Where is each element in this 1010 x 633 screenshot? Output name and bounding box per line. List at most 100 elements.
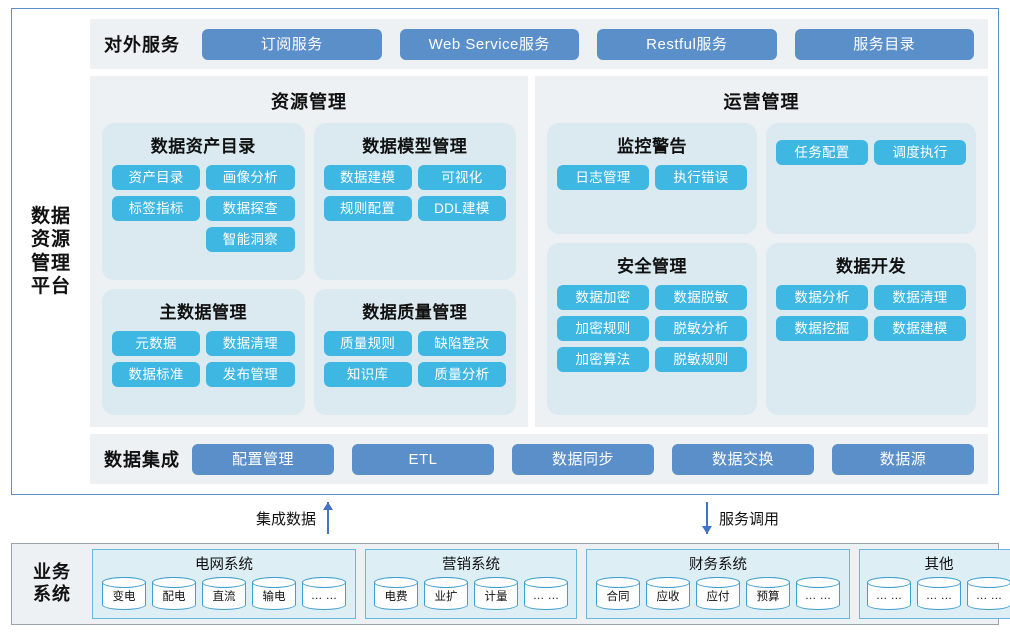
db-node-more[interactable]: … … <box>524 577 568 610</box>
db-node[interactable]: 合同 <box>596 577 640 610</box>
chip-task-configuration[interactable]: 任务配置 <box>776 140 868 165</box>
db-node-label: … … <box>875 590 903 602</box>
db-node-label: 业扩 <box>434 591 458 603</box>
db-node-label: 预算 <box>756 591 780 603</box>
system-group-other: 其他 … … … … … … <box>859 549 1010 619</box>
chip-ddl-modeling[interactable]: DDL建模 <box>417 196 506 221</box>
chip-metadata[interactable]: 元数据 <box>112 331 201 356</box>
chip-data-encryption[interactable]: 数据加密 <box>557 284 649 310</box>
business-title-line: 系统 <box>33 584 71 604</box>
db-node[interactable]: 应收 <box>646 577 690 610</box>
db-node[interactable]: 变电 <box>102 577 146 610</box>
db-node-more[interactable]: … … <box>967 577 1010 610</box>
card-title: 数据资产目录 <box>150 137 256 156</box>
db-node-more[interactable]: … … <box>302 577 346 610</box>
chip-defect-rectification[interactable]: 缺陷整改 <box>417 331 506 356</box>
chip-desensitization-analysis[interactable]: 脱敏分析 <box>655 315 747 341</box>
db-node[interactable]: 业扩 <box>424 577 468 610</box>
chip-data-mining[interactable]: 数据挖掘 <box>776 315 868 341</box>
panel-resource-management-grid: 数据资产目录 资产目录 画像分析 标签指标 数据探查 智能洞察 数据模型管理 <box>102 123 516 415</box>
db-node-label: … … <box>532 590 560 602</box>
data-integration-label: 数据集成 <box>104 450 180 470</box>
db-node[interactable]: 应付 <box>696 577 740 610</box>
card-chip-grid: 资产目录 画像分析 标签指标 数据探查 智能洞察 <box>112 165 295 252</box>
chip-data-cleansing[interactable]: 数据清理 <box>206 331 295 356</box>
connector-integrate-data: 集成数据 <box>256 502 334 534</box>
db-node[interactable]: 计量 <box>474 577 518 610</box>
chip-quality-analysis[interactable]: 质量分析 <box>417 362 506 387</box>
chip-data-exploration[interactable]: 数据探查 <box>206 196 295 221</box>
data-integration-items: 配置管理 ETL 数据同步 数据交换 数据源 <box>192 443 974 475</box>
db-node[interactable]: 直流 <box>202 577 246 610</box>
platform-body: 对外服务 订阅服务 Web Service服务 Restful服务 服务目录 资… <box>90 9 998 494</box>
integration-data-exchange[interactable]: 数据交换 <box>672 443 814 475</box>
chip-desensitization-rule[interactable]: 脱敏规则 <box>655 346 747 372</box>
external-service-restful[interactable]: Restful服务 <box>597 28 777 60</box>
db-node-more[interactable]: … … <box>867 577 911 610</box>
arrow-down-icon <box>701 502 713 534</box>
data-integration-row: 数据集成 配置管理 ETL 数据同步 数据交换 数据源 <box>90 434 988 484</box>
system-group-marketing: 营销系统 电费 业扩 计量 … … <box>365 549 577 619</box>
integration-data-source[interactable]: 数据源 <box>832 443 974 475</box>
external-service-subscription[interactable]: 订阅服务 <box>202 28 382 60</box>
chip-data-modeling[interactable]: 数据建模 <box>323 165 412 190</box>
chip-intelligent-insight[interactable]: 智能洞察 <box>206 227 295 252</box>
chip-quality-rule[interactable]: 质量规则 <box>323 331 412 356</box>
db-node-label: … … <box>310 590 338 602</box>
integration-etl[interactable]: ETL <box>352 443 494 475</box>
chip-visualization[interactable]: 可视化 <box>417 165 506 190</box>
chip-data-modeling-dev[interactable]: 数据建模 <box>874 315 966 341</box>
db-node-label: 变电 <box>112 591 136 603</box>
business-systems: 业务 系统 电网系统 变电 配电 直流 输电 … … 营销系统 电费 业扩 计量… <box>11 543 1010 625</box>
db-node-label: … … <box>804 590 832 602</box>
system-group-title: 其他 <box>924 557 954 573</box>
db-node-label: 合同 <box>606 591 630 603</box>
chip-portrait-analysis[interactable]: 画像分析 <box>206 165 295 190</box>
chip-data-analysis[interactable]: 数据分析 <box>776 284 868 310</box>
chip-label-indicator[interactable]: 标签指标 <box>112 196 201 221</box>
chip-encryption-rule[interactable]: 加密规则 <box>557 315 649 341</box>
db-node[interactable]: 配电 <box>152 577 196 610</box>
db-node[interactable]: 输电 <box>252 577 296 610</box>
system-node-row: 合同 应收 应付 预算 … … <box>596 577 840 610</box>
panel-operation-management: 运营管理 监控警告 日志管理 执行错误 任务配置 调度执行 <box>535 76 988 427</box>
chip-data-desensitization[interactable]: 数据脱敏 <box>655 284 747 310</box>
chip-encryption-algorithm[interactable]: 加密算法 <box>557 346 649 372</box>
chip-publish-management[interactable]: 发布管理 <box>206 362 295 387</box>
business-title-line: 业务 <box>33 562 71 583</box>
connector-service-invocation: 服务调用 <box>701 502 779 534</box>
external-service-web-service[interactable]: Web Service服务 <box>399 28 579 60</box>
chip-spacer <box>112 227 200 252</box>
platform-title-line: 数据 <box>30 206 71 228</box>
card-title: 数据开发 <box>836 256 906 276</box>
chip-schedule-execution[interactable]: 调度执行 <box>874 140 966 165</box>
db-node-more[interactable]: … … <box>917 577 961 610</box>
db-node[interactable]: 预算 <box>746 577 790 610</box>
card-chip-grid: 元数据 数据清理 数据标准 发布管理 <box>112 331 295 387</box>
chip-data-standard[interactable]: 数据标准 <box>112 362 201 387</box>
connector-label: 服务调用 <box>719 510 780 528</box>
card-chip-grid: 数据建模 可视化 规则配置 DDL建模 <box>323 165 506 221</box>
db-node-label: 应付 <box>706 591 730 603</box>
integration-data-sync[interactable]: 数据同步 <box>512 443 654 475</box>
chip-execution-error[interactable]: 执行错误 <box>655 165 747 190</box>
business-system-groups: 电网系统 变电 配电 直流 输电 … … 营销系统 电费 业扩 计量 … … 财… <box>92 549 1010 619</box>
panel-resource-management-title: 资源管理 <box>271 92 347 112</box>
external-service-catalog[interactable]: 服务目录 <box>794 28 974 60</box>
card-data-quality-management: 数据质量管理 质量规则 缺陷整改 知识库 质量分析 <box>313 289 516 415</box>
platform-title-line: 平台 <box>30 275 71 297</box>
db-node-more[interactable]: … … <box>796 577 840 610</box>
arrow-up-icon <box>322 502 334 534</box>
connector-label: 集成数据 <box>256 510 317 528</box>
integration-config-management[interactable]: 配置管理 <box>192 443 334 475</box>
db-node[interactable]: 电费 <box>374 577 418 610</box>
chip-rule-configuration[interactable]: 规则配置 <box>323 196 412 221</box>
system-group-power-grid: 电网系统 变电 配电 直流 输电 … … <box>92 549 356 619</box>
business-systems-title: 业务 系统 <box>20 562 84 605</box>
card-data-development: 数据开发 数据分析 数据清理 数据挖掘 数据建模 <box>766 242 976 415</box>
card-scheduling: 任务配置 调度执行 <box>766 123 976 234</box>
chip-asset-catalog[interactable]: 资产目录 <box>112 165 201 190</box>
chip-log-management[interactable]: 日志管理 <box>557 165 649 190</box>
chip-data-cleansing-dev[interactable]: 数据清理 <box>874 284 966 310</box>
chip-knowledge-base[interactable]: 知识库 <box>323 362 412 387</box>
